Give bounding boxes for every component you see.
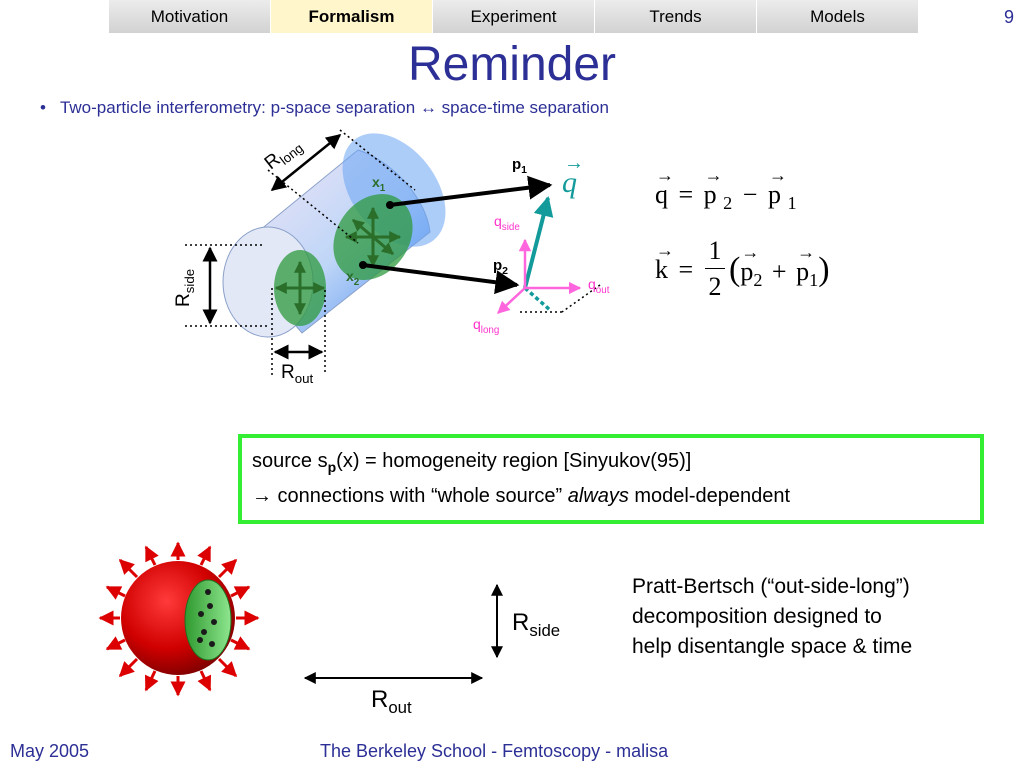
pratt-line-1: Pratt-Bertsch (“out-side-long”): [632, 575, 910, 598]
bottom-r-side-label: Rside: [512, 609, 561, 640]
tab-models[interactable]: Models: [757, 0, 919, 33]
bullet-point: • Two-particle interferometry: p-space se…: [40, 98, 609, 118]
q-out-label: qout: [588, 276, 610, 296]
q-long-label: qlong: [473, 316, 500, 336]
bullet-text: Two-particle interferometry: p-space sep…: [59, 98, 609, 117]
p1-label: p1: [512, 156, 528, 176]
tab-formalism[interactable]: Formalism: [271, 0, 433, 33]
nav-bar: Motivation Formalism Experiment Trends M…: [109, 0, 919, 33]
page-number: 9: [1003, 7, 1014, 27]
tab-experiment[interactable]: Experiment: [433, 0, 595, 33]
x1-label: x1: [372, 174, 386, 194]
q-vector-label: →q: [562, 152, 584, 199]
box-line-2: → connections with “whole source” always…: [252, 485, 791, 507]
x2-label: x2: [346, 268, 360, 288]
homogeneity-note-box: source sp(x) = homogeneity region [Sinyu…: [238, 434, 984, 524]
r-out-label: Rout: [281, 362, 314, 386]
footer-date: May 2005: [10, 741, 90, 761]
cylinder: [222, 133, 446, 338]
p2-label: p2: [493, 257, 509, 277]
bullet-marker: •: [40, 98, 46, 117]
pratt-bertsch-note: Pratt-Bertsch (“out-side-long”) decompos…: [632, 572, 912, 662]
tab-trends[interactable]: Trends: [595, 0, 757, 33]
footer-title: The Berkeley School - Femtoscopy - malis…: [320, 741, 669, 761]
dimension-guides: [185, 129, 601, 375]
box-line-1: source sp(x) = homogeneity region [Sinyu…: [252, 450, 692, 475]
r-long-label: Rlong: [260, 140, 307, 175]
equation-q: →q = →p 2 − →p 1: [655, 165, 797, 214]
tab-motivation[interactable]: Motivation: [109, 0, 271, 33]
pratt-line-3: help disentangle space & time: [632, 635, 913, 658]
pratt-line-2: decomposition designed to: [632, 605, 882, 628]
q-side-label: qside: [494, 213, 520, 233]
r-side-label: Rside: [173, 268, 197, 307]
bottom-r-out-label: Rout: [371, 686, 412, 717]
slide-title: Reminder: [407, 38, 617, 91]
